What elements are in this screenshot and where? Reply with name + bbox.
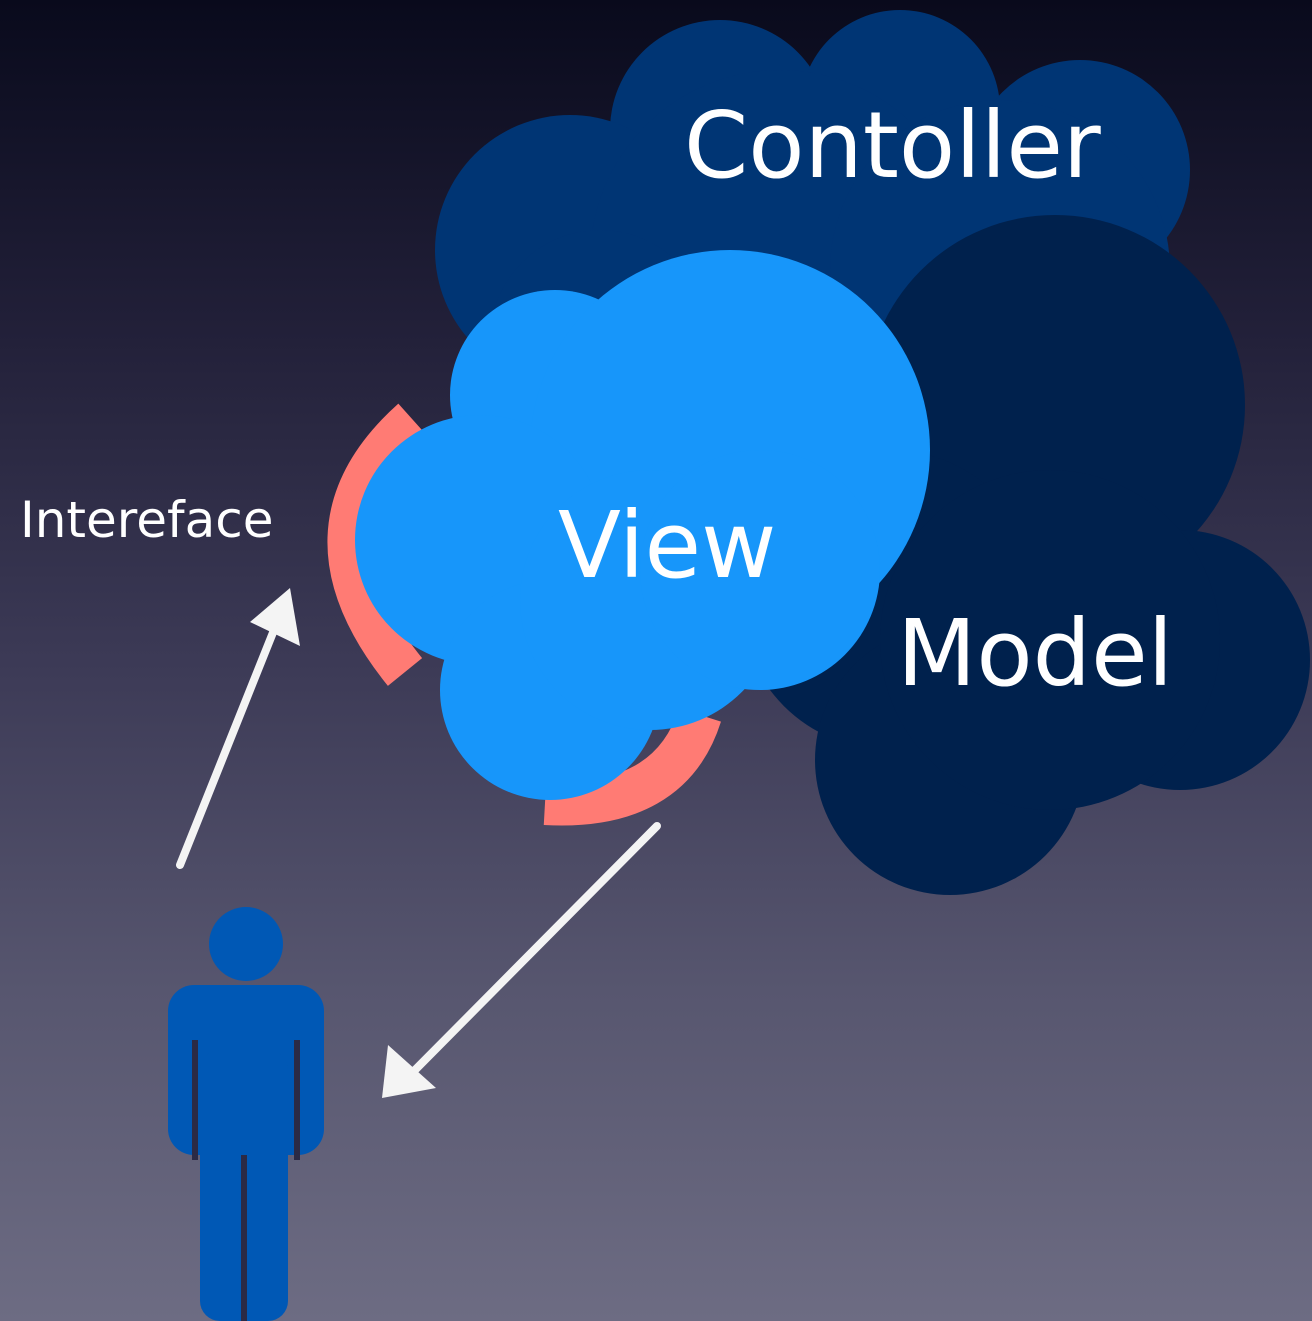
person-gaps <box>192 1040 300 1321</box>
arrow-up-right-icon <box>176 588 300 869</box>
interface-arcs <box>327 403 721 826</box>
controller-label: Contoller <box>684 92 1101 199</box>
interface-arc-bottom <box>543 707 721 826</box>
model-cloud <box>740 215 1310 895</box>
view-label: View <box>558 492 777 599</box>
interface-label: Intereface <box>20 491 274 549</box>
model-label: Model <box>897 600 1174 707</box>
interface-arc-left <box>327 403 428 686</box>
arrow-down-left-icon <box>382 822 661 1098</box>
view-cloud <box>355 250 930 800</box>
